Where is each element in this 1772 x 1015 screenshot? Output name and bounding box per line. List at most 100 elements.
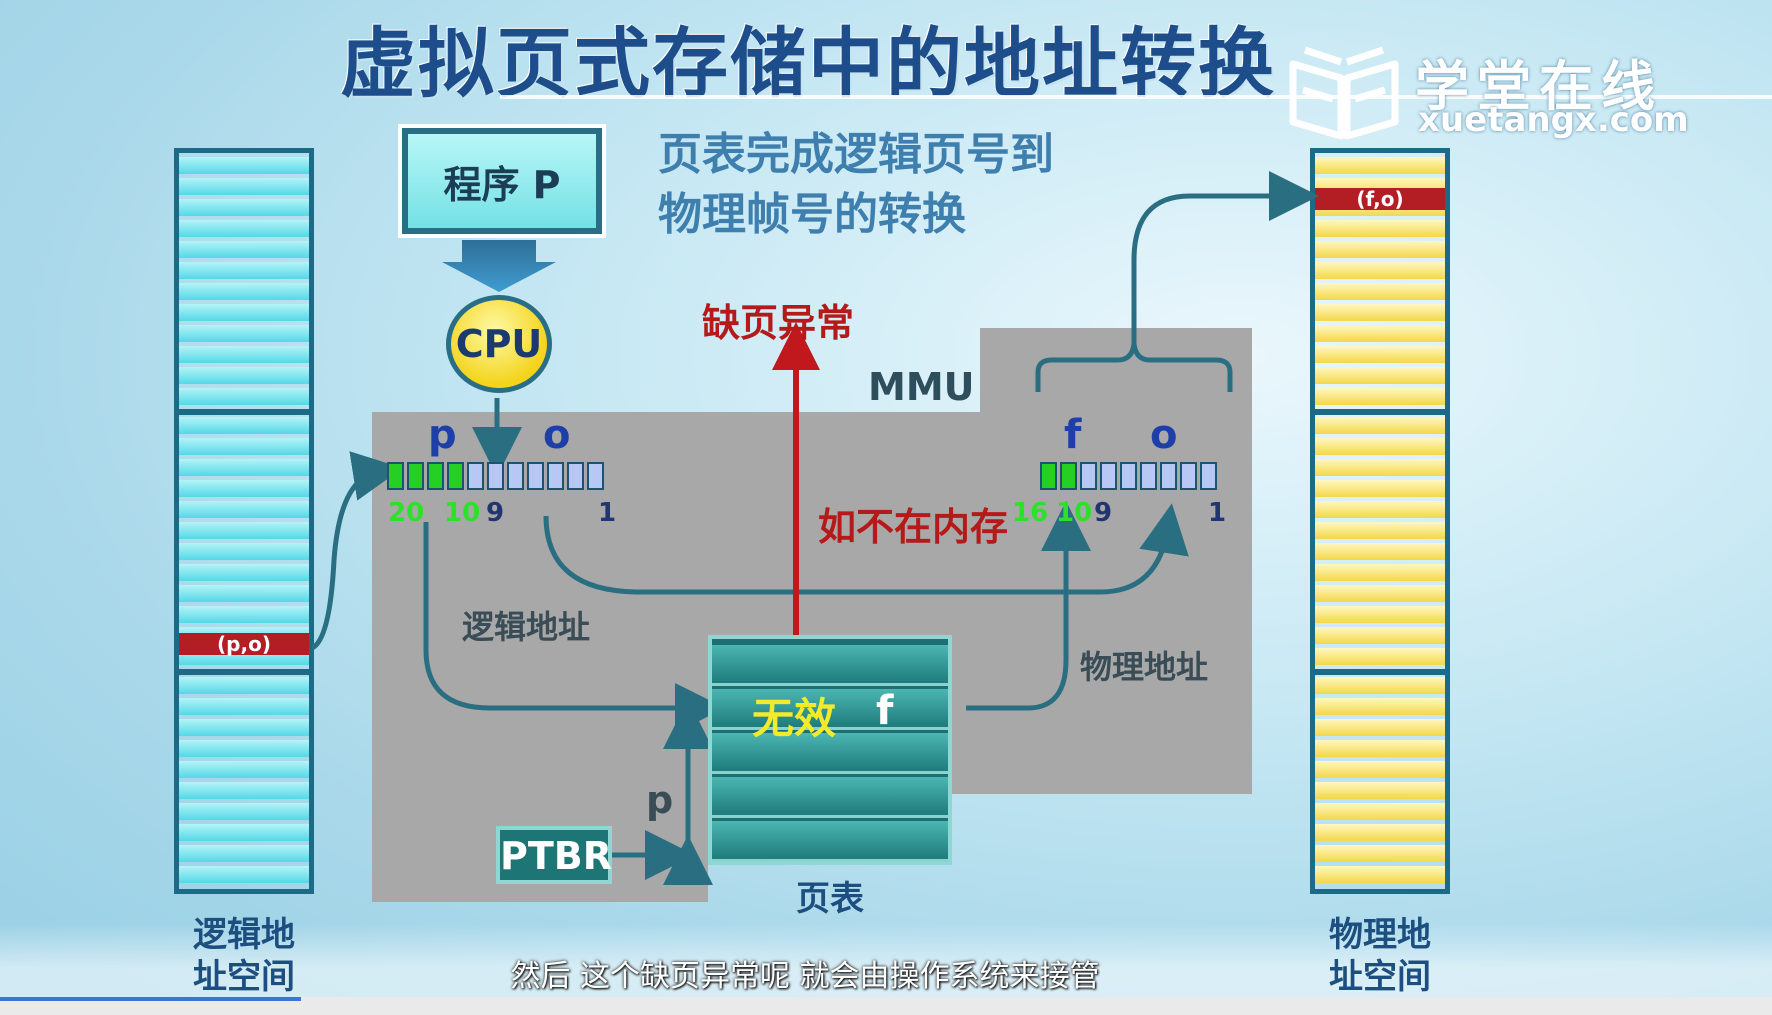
memory-slot: [1315, 417, 1445, 434]
p-index-label: p: [646, 778, 674, 822]
memory-slot: [179, 543, 309, 560]
watermark-url: xuetangx.com: [1418, 100, 1689, 140]
memory-slot: [1315, 438, 1445, 455]
memory-slot: [1315, 346, 1445, 363]
memory-slot: [1315, 803, 1445, 820]
logical-bit-1: 1: [598, 498, 617, 528]
memory-slot: [1315, 283, 1445, 300]
subtitle-line-2: 物理帧号的转换: [658, 189, 966, 240]
logical-bit-20: 20: [388, 498, 425, 528]
memory-slot: [179, 698, 309, 715]
memory-slot: [179, 677, 309, 694]
memory-slot: [1315, 480, 1445, 497]
memory-block-divider: [1315, 669, 1445, 675]
watermark-name: 学堂在线: [1415, 55, 1663, 118]
memory-slot: [179, 522, 309, 539]
physical-space-label: 物理地 址空间: [1300, 914, 1460, 998]
program-to-cpu-arrow: [442, 240, 556, 292]
offset-copy-arrow: [543, 503, 1189, 595]
page-fault-label: 缺页异常: [702, 301, 855, 345]
memory-slot: [179, 564, 309, 581]
memory-slot: [1315, 606, 1445, 623]
title-divider: [500, 95, 1772, 99]
memory-slot: [179, 782, 309, 799]
memory-slot: [1315, 501, 1445, 518]
physical-space-label-line-2: 址空间: [1329, 957, 1431, 997]
physical-address-label: 物理地址: [1080, 648, 1209, 686]
page-table-caption: 页表: [796, 879, 864, 919]
logical-space-label-line-1: 逻辑地: [193, 915, 295, 955]
program-box: 程序 P: [398, 124, 606, 238]
memory-slot: [1315, 719, 1445, 736]
memory-slot: [1315, 262, 1445, 279]
logical-address-label: 逻辑地址: [462, 608, 591, 646]
video-progress-fill[interactable]: [0, 997, 302, 1001]
memory-slot: [1315, 845, 1445, 862]
memory-slot: [179, 845, 309, 862]
page-table: [708, 635, 952, 865]
memory-slot: [1315, 782, 1445, 799]
memory-slot: [179, 824, 309, 841]
physical-f-label: f: [1064, 412, 1082, 458]
memory-slot: [179, 761, 309, 778]
physical-bit-9: 9: [1094, 498, 1113, 528]
memory-slot: [1315, 761, 1445, 778]
memory-slot: [179, 501, 309, 518]
mmu-label: MMU: [868, 365, 975, 409]
memory-slot: [1315, 648, 1445, 665]
memory-slot: [179, 803, 309, 820]
memory-block-divider: [179, 669, 309, 675]
entry-to-register-arrow: [310, 451, 403, 651]
memory-slot: [1315, 325, 1445, 342]
memory-slot: [1315, 585, 1445, 602]
memory-slot: [179, 388, 309, 405]
video-subtitle: 然后 这个缺页异常呢 就会由操作系统来接管: [510, 959, 1100, 994]
memory-slot: [179, 606, 309, 623]
memory-slot: [179, 262, 309, 279]
subtitle-line-1: 页表完成逻辑页号到: [658, 129, 1054, 180]
logical-address-space-column: [174, 148, 314, 894]
memory-slot: [1315, 459, 1445, 476]
logical-p-label: p: [428, 412, 457, 458]
memory-block-divider: [179, 409, 309, 415]
memory-slot: [1315, 388, 1445, 405]
subtitle-background: [0, 923, 1772, 998]
logical-space-label-line-2: 址空间: [193, 957, 295, 997]
memory-slot: [1315, 220, 1445, 237]
memory-slot: [179, 438, 309, 455]
memory-slot: [1315, 866, 1445, 883]
memory-slot: [1315, 304, 1445, 321]
physical-memory-arrow: [1131, 171, 1319, 344]
physical-address-register: [1040, 462, 1217, 490]
logical-entry-highlight: (p,o): [179, 633, 309, 655]
memory-block-divider: [1315, 409, 1445, 415]
memory-slot: [1315, 522, 1445, 539]
p-to-page-table-arrow: [423, 522, 725, 733]
memory-slot: [179, 866, 309, 883]
memory-slot: [1315, 157, 1445, 174]
memory-slot: [179, 417, 309, 434]
physical-address-space-column: [1310, 148, 1450, 894]
slide-title: 虚拟页式存储中的地址转换: [340, 19, 1276, 108]
memory-slot: [179, 178, 309, 195]
memory-slot: [179, 283, 309, 300]
physical-o-label: o: [1150, 412, 1178, 458]
memory-slot: [179, 459, 309, 476]
logical-space-label: 逻辑地 址空间: [164, 914, 324, 998]
memory-slot: [179, 719, 309, 736]
program-label: 程序 P: [408, 134, 596, 228]
mmu-region-upper: [980, 328, 1252, 418]
memory-slot: [1315, 627, 1445, 644]
memory-slot: [179, 199, 309, 216]
logical-bit-10: 10: [444, 498, 481, 528]
not-in-memory-label: 如不在内存: [818, 505, 1009, 549]
physical-brace: [1035, 343, 1233, 392]
video-progress-track[interactable]: [0, 997, 1772, 1015]
book-logo-icon: [1285, 42, 1403, 146]
memory-slot: [1315, 241, 1445, 258]
memory-slot: [1315, 543, 1445, 560]
memory-slot: [1315, 740, 1445, 757]
physical-bit-16: 16: [1012, 498, 1049, 528]
